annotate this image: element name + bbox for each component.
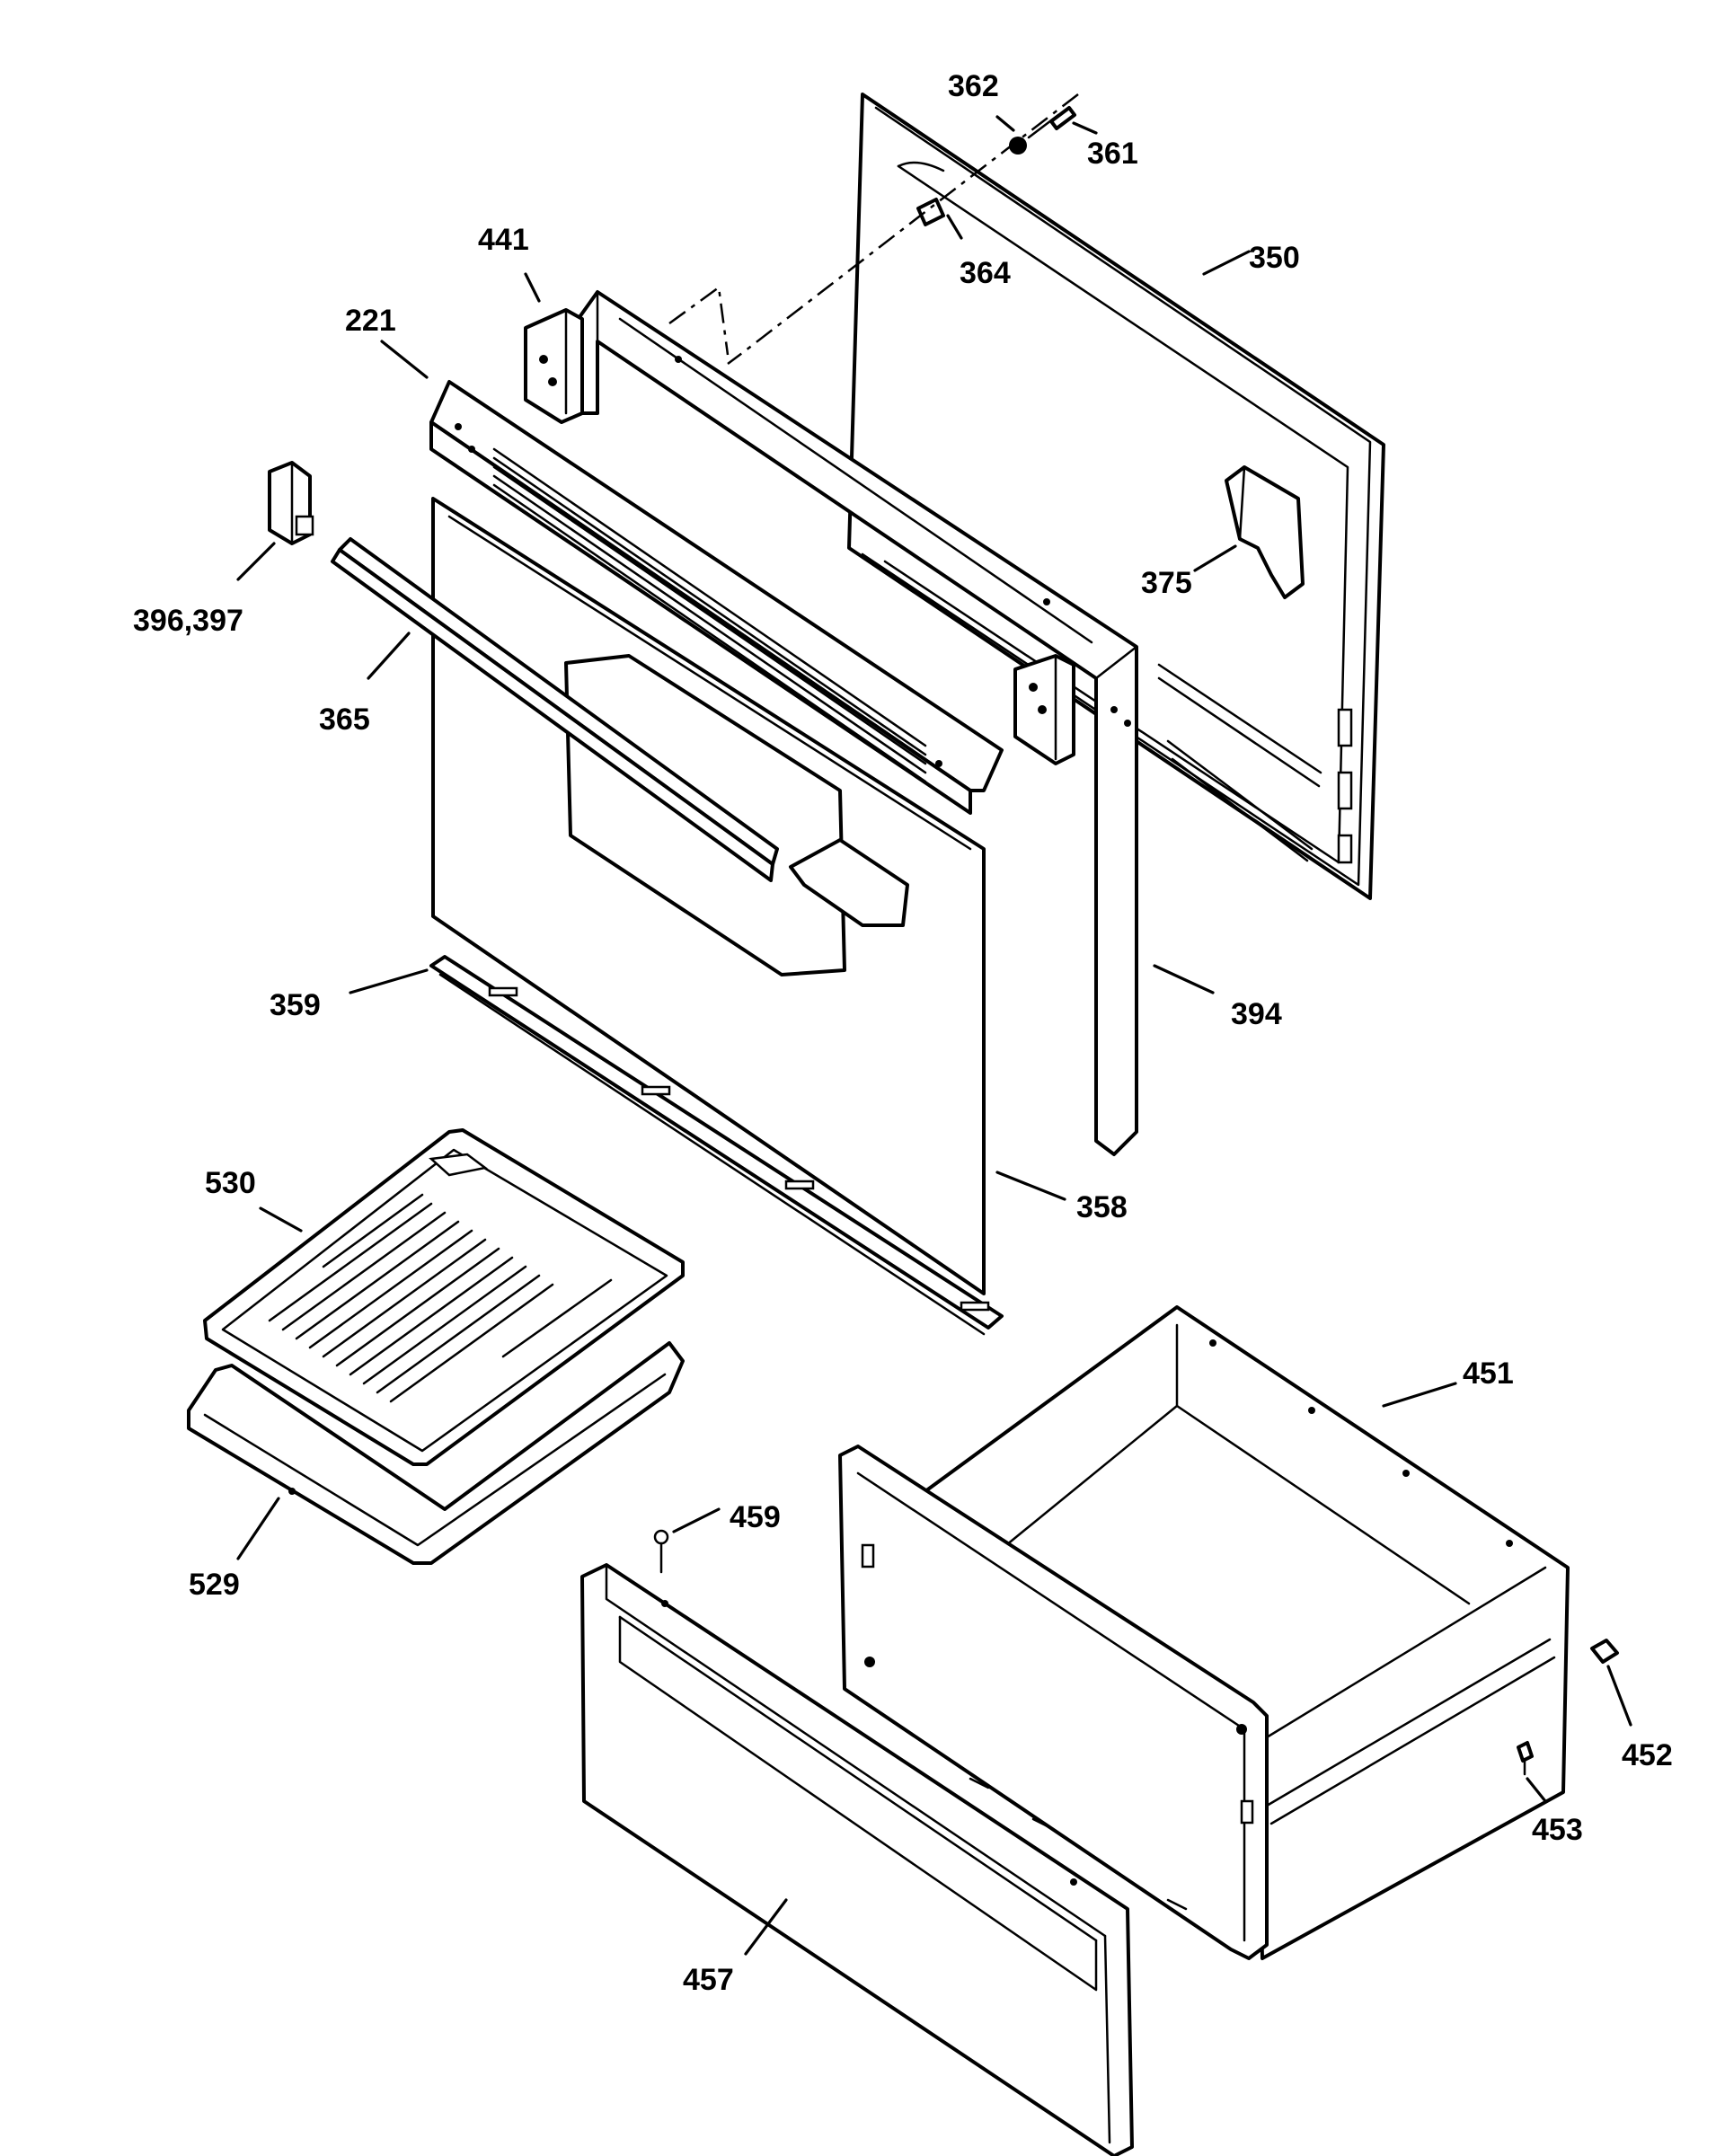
label-457: 457 (683, 1963, 734, 1997)
label-359: 359 (270, 988, 321, 1022)
broiler-grid (203, 1128, 685, 1466)
label-396-397: 396,397 (133, 604, 243, 638)
label-529: 529 (189, 1568, 240, 1602)
label-221: 221 (345, 304, 396, 338)
label-530: 530 (205, 1166, 256, 1200)
bottom-door-trim (429, 955, 1004, 1336)
label-361: 361 (1087, 137, 1138, 171)
part-number-labels: 362 361 364 350 441 221 396,397 375 365 … (133, 69, 1673, 1997)
drawer-body (924, 1305, 1570, 1960)
label-452: 452 (1622, 1738, 1673, 1772)
hinge-bracket (524, 308, 1075, 765)
hinge-hardware (727, 93, 1079, 365)
door-switch (268, 461, 314, 545)
broiler-pan (187, 1341, 685, 1565)
label-364: 364 (960, 256, 1011, 290)
insulation-pad (1225, 465, 1305, 599)
vent-trim (429, 380, 1004, 815)
label-451: 451 (1463, 1356, 1514, 1391)
label-459: 459 (730, 1500, 781, 1534)
door-frame (573, 285, 1138, 1156)
label-453: 453 (1532, 1813, 1583, 1847)
leader-lines (236, 115, 1632, 1956)
door-handle (331, 537, 909, 927)
label-350: 350 (1249, 241, 1300, 275)
label-365: 365 (319, 702, 370, 737)
label-362: 362 (948, 69, 999, 103)
outer-door-panel (847, 93, 1385, 900)
label-441: 441 (478, 223, 529, 257)
label-358: 358 (1076, 1190, 1128, 1224)
label-375: 375 (1141, 566, 1192, 600)
label-394: 394 (1231, 997, 1282, 1031)
drawer-inner-front (838, 1445, 1269, 1960)
drawer-fasteners (653, 1529, 1619, 1776)
drawer-front-panel (580, 1563, 1134, 2156)
